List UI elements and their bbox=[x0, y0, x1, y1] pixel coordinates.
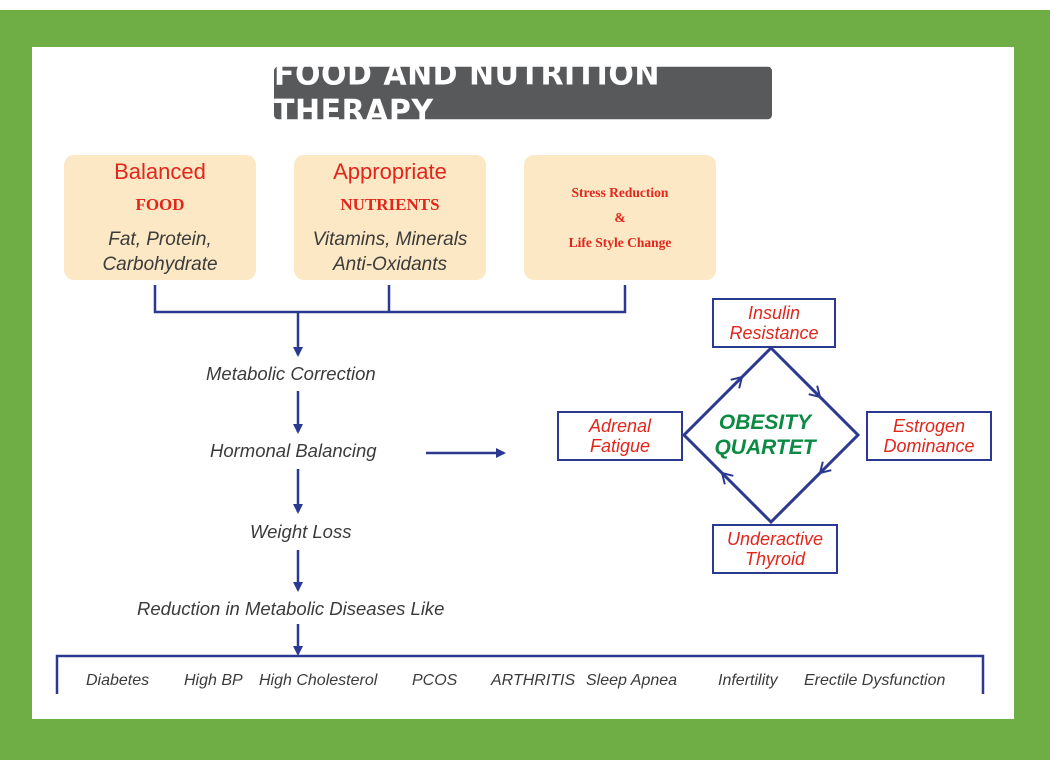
box-subheading: NUTRIENTS bbox=[340, 195, 440, 214]
disease-item: PCOS bbox=[412, 672, 458, 689]
step-weight-loss: Weight Loss bbox=[250, 521, 352, 542]
disease-item: Diabetes bbox=[86, 672, 150, 689]
box-stress-reduction: Stress Reduction & Life Style Change bbox=[524, 155, 716, 280]
box-item-line: Carbohydrate bbox=[102, 254, 218, 275]
disease-item: Erectile Dysfunction bbox=[804, 672, 946, 689]
quartet-insulin-resistance: Insulin Resistance bbox=[712, 298, 836, 348]
center-label-line: QUARTET bbox=[714, 436, 816, 459]
disease-item: Infertility bbox=[718, 672, 778, 689]
box-appropriate-nutrients: Appropriate NUTRIENTS Vitamins, Minerals… bbox=[294, 155, 486, 280]
step-hormonal-balancing: Hormonal Balancing bbox=[210, 440, 377, 461]
box-item-line: Vitamins, Minerals bbox=[312, 229, 468, 250]
box-heading: Appropriate bbox=[333, 159, 447, 184]
quartet-label-line: Fatigue bbox=[589, 436, 651, 456]
center-label-line: OBESITY bbox=[718, 411, 812, 434]
quartet-label-line: Adrenal bbox=[588, 416, 652, 436]
box-item-line: Life Style Change bbox=[568, 235, 672, 250]
step-reduction-metabolic-diseases: Reduction in Metabolic Diseases Like bbox=[137, 598, 445, 619]
quartet-label-line: Dominance bbox=[883, 436, 975, 456]
obesity-quartet-label: OBESITY QUARTET bbox=[690, 410, 840, 460]
disease-item: High BP bbox=[184, 672, 243, 689]
quartet-label-line: Resistance bbox=[729, 323, 819, 343]
box-heading: Balanced bbox=[114, 159, 206, 184]
box-items: Vitamins, Minerals Anti-Oxidants bbox=[294, 227, 486, 277]
box-item-line: Anti-Oxidants bbox=[332, 254, 448, 275]
box-items: Fat, Protein, Carbohydrate bbox=[64, 227, 256, 277]
box-item-line: Fat, Protein, bbox=[108, 229, 212, 250]
quartet-label-line: Estrogen bbox=[892, 416, 966, 436]
step-metabolic-correction: Metabolic Correction bbox=[206, 363, 376, 384]
box-subheading: FOOD bbox=[135, 195, 185, 214]
disease-item: Sleep Apnea bbox=[586, 672, 678, 689]
quartet-underactive-thyroid: Underactive Thyroid bbox=[712, 524, 838, 574]
box-balanced-food: Balanced FOOD Fat, Protein, Carbohydrate bbox=[64, 155, 256, 280]
quartet-adrenal-fatigue: Adrenal Fatigue bbox=[557, 411, 683, 461]
box-item-line: Stress Reduction bbox=[571, 185, 669, 200]
quartet-estrogen-dominance: Estrogen Dominance bbox=[866, 411, 992, 461]
quartet-label-line: Underactive bbox=[726, 529, 824, 549]
quartet-label-line: Thyroid bbox=[744, 549, 806, 569]
disease-item: High Cholesterol bbox=[259, 672, 378, 689]
disease-item: ARTHRITIS bbox=[491, 672, 576, 689]
quartet-label-line: Insulin bbox=[747, 303, 801, 323]
box-item-line: & bbox=[614, 210, 626, 225]
